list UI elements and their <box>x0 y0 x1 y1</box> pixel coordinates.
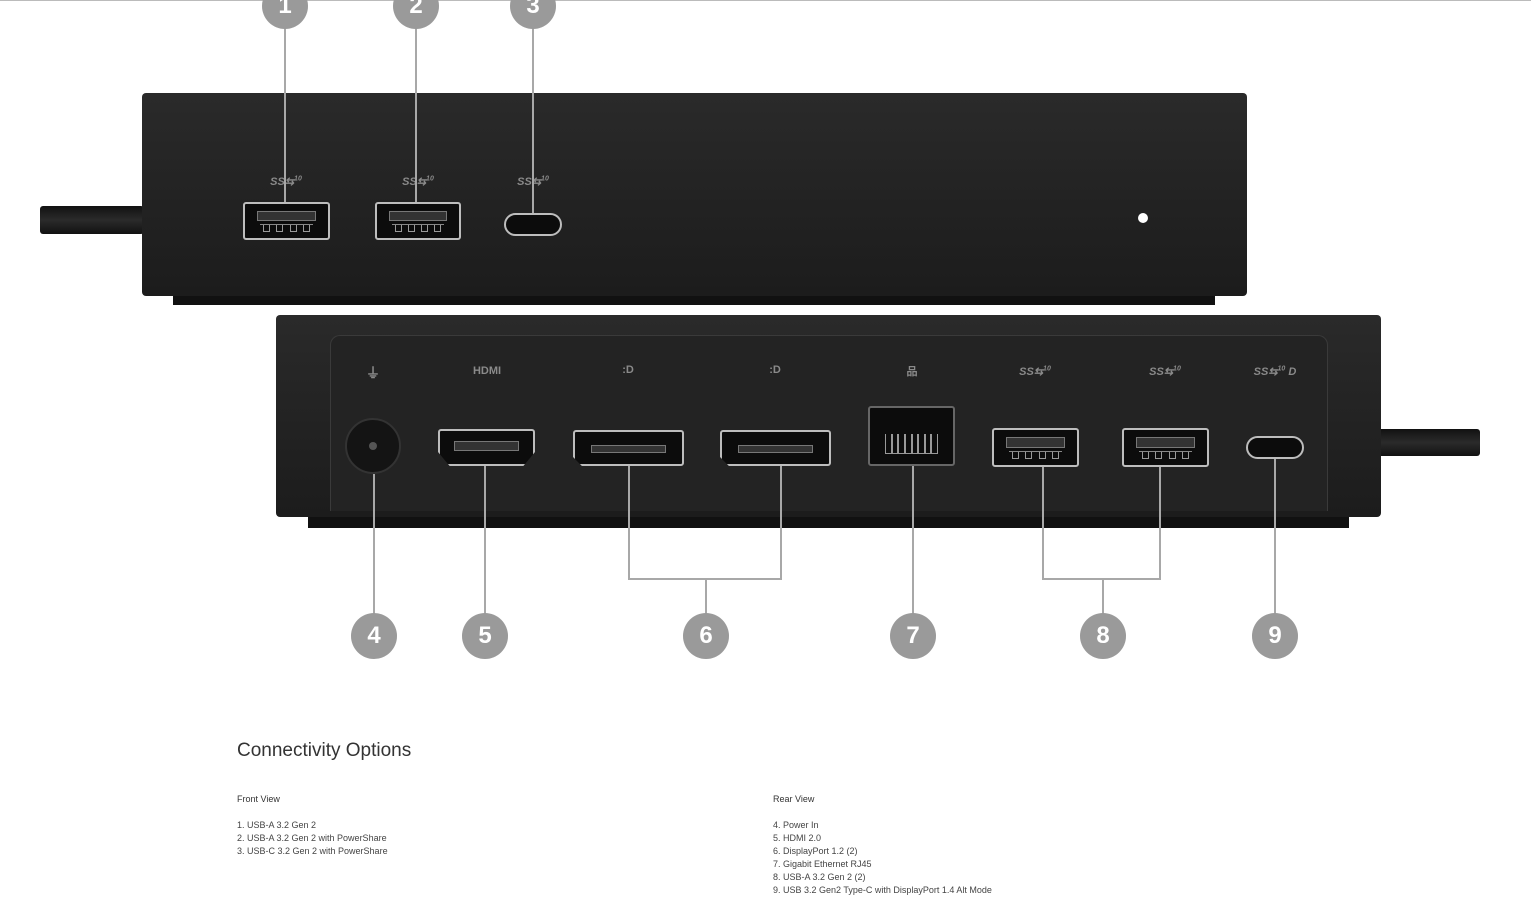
ethernet-icon: 品 <box>906 366 918 378</box>
front-view-list: 1. USB-A 3.2 Gen 2 2. USB-A 3.2 Gen 2 wi… <box>237 819 388 858</box>
ethernet-rj45-port <box>868 406 955 466</box>
displayport-icon: :D <box>769 364 781 376</box>
list-item: 3. USB-C 3.2 Gen 2 with PowerShare <box>237 846 388 856</box>
displayport-icon: :D <box>622 364 634 376</box>
rear-usb-c-port <box>1246 436 1304 459</box>
callout-1: 1 <box>262 0 308 29</box>
callout-6: 6 <box>683 613 729 659</box>
callout-4: 4 <box>351 613 397 659</box>
list-item: 4. Power In <box>773 820 819 830</box>
rear-view-heading: Rear View <box>773 794 815 804</box>
list-item: 5. HDMI 2.0 <box>773 833 822 843</box>
list-item: 9. USB 3.2 Gen2 Type-C with DisplayPort … <box>773 885 992 895</box>
usb-ss-icon: SS⇆10 <box>270 175 302 188</box>
callout-9: 9 <box>1252 613 1298 659</box>
list-item: 1. USB-A 3.2 Gen 2 <box>237 820 317 830</box>
displayport-port-2 <box>720 430 831 466</box>
front-usb-a-port-2 <box>375 202 461 240</box>
hdmi-icon: HDMI <box>472 365 502 377</box>
callout-3: 3 <box>510 0 556 29</box>
usb-ss-icon: SS⇆10 <box>1149 365 1181 378</box>
list-item: 7. Gigabit Ethernet RJ45 <box>773 859 872 869</box>
usbc-dp-alt-icon: SS⇆10 D <box>1253 365 1297 378</box>
list-item: 2. USB-A 3.2 Gen 2 with PowerShare <box>237 833 387 843</box>
rear-usb-a-port-2 <box>1122 428 1209 467</box>
rear-usb-a-port-1 <box>992 428 1079 467</box>
rear-panel <box>330 335 1328 511</box>
list-item: 8. USB-A 3.2 Gen 2 (2) <box>773 872 866 882</box>
usbc-ss-powershare-icon: SS⇆10 <box>517 175 549 188</box>
section-title: Connectivity Options <box>237 740 412 761</box>
front-usb-c-port <box>504 213 562 236</box>
front-dock <box>142 93 1247 296</box>
rear-cable <box>1378 429 1480 456</box>
power-in-port <box>345 418 401 474</box>
callout-5: 5 <box>462 613 508 659</box>
callout-8: 8 <box>1080 613 1126 659</box>
status-led <box>1138 213 1148 223</box>
front-cable <box>40 206 144 234</box>
front-view-heading: Front View <box>237 794 280 804</box>
usb-ss-powershare-icon: SS⇆10 <box>402 175 434 188</box>
front-usb-a-port-1 <box>243 202 330 240</box>
callout-7: 7 <box>890 613 936 659</box>
usb-ss-icon: SS⇆10 <box>1019 365 1051 378</box>
power-icon: ⏚ <box>366 365 380 381</box>
rear-view-list: 4. Power In 5. HDMI 2.0 6. DisplayPort 1… <box>773 819 992 897</box>
callout-2: 2 <box>393 0 439 29</box>
displayport-port-1 <box>573 430 684 466</box>
list-item: 6. DisplayPort 1.2 (2) <box>773 846 858 856</box>
hdmi-port <box>438 429 535 466</box>
